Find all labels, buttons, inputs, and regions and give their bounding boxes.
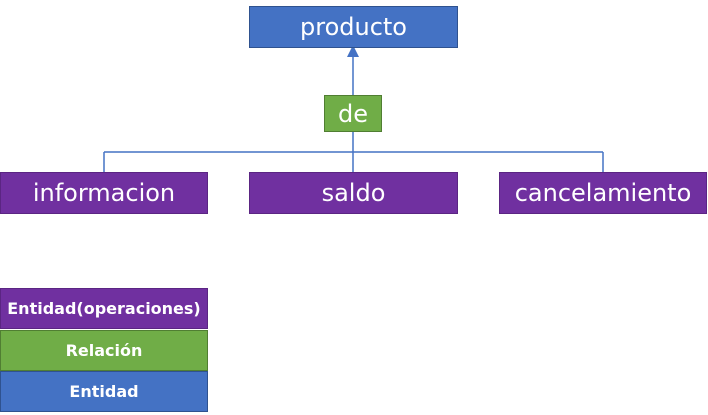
relation-de-box: de — [324, 95, 382, 132]
entity-cancelamiento-label: cancelamiento — [514, 179, 692, 207]
entity-producto-box: producto — [249, 6, 458, 48]
entity-cancelamiento-box: cancelamiento — [499, 172, 707, 214]
entity-saldo-box: saldo — [249, 172, 458, 214]
legend-relacion-label: Relación — [65, 341, 143, 360]
relation-de-label: de — [338, 99, 368, 128]
entity-producto-label: producto — [300, 13, 407, 41]
entity-informacion-box: informacion — [0, 172, 208, 214]
legend-relacion: Relación — [0, 330, 208, 371]
legend-entidad-operaciones: Entidad(operaciones) — [0, 288, 208, 329]
legend-entidad-operaciones-label: Entidad(operaciones) — [7, 299, 201, 318]
entity-informacion-label: informacion — [32, 179, 176, 207]
legend-entidad-label: Entidad — [69, 382, 139, 401]
entity-saldo-label: saldo — [321, 179, 386, 207]
legend-entidad: Entidad — [0, 371, 208, 412]
